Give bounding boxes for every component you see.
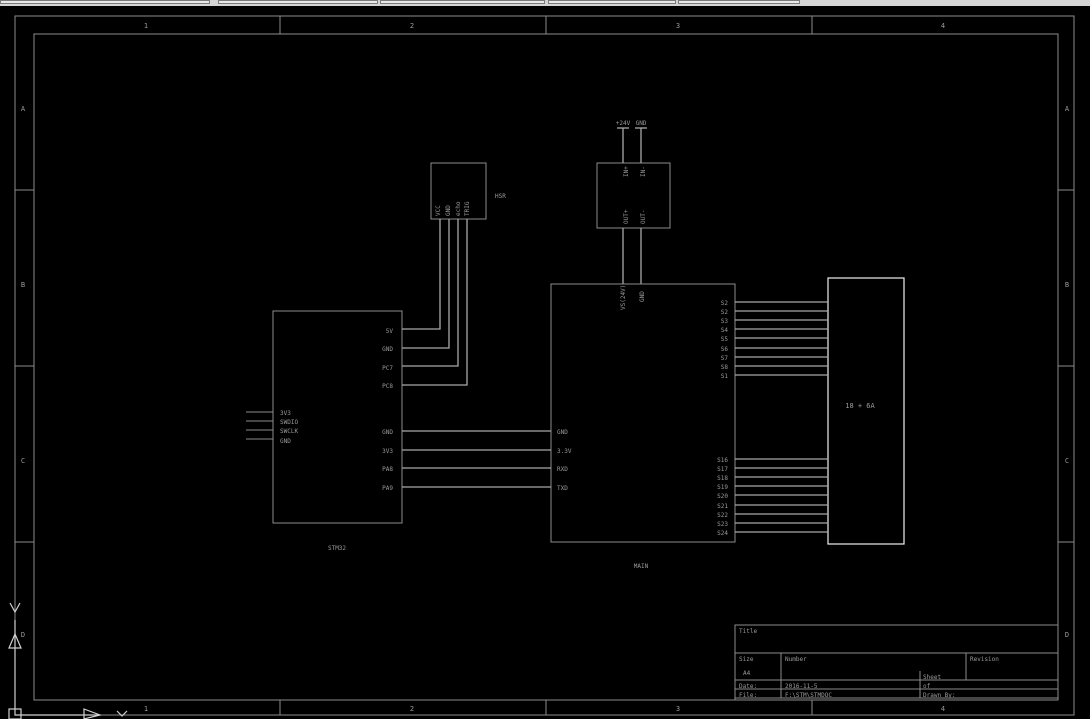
controller-pin-label: S21 [717,503,728,510]
number-label: Number [785,656,807,663]
date-label: Date: [739,683,757,690]
sr04-pin-label: VCC [435,205,442,216]
stm32-pin-label: 5V [386,328,394,335]
toolbar-segment [548,0,676,4]
controller-pin-label: S7 [721,355,729,362]
zone-labels: 1 2 3 4 1 2 3 4 A B C D A B C D [21,22,1070,713]
of-label: of [923,683,931,690]
file-value: F:\STM\STMDOC [785,692,832,699]
stm32-pin-label: GND [382,429,393,436]
stm32-pin-label: PC8 [382,383,393,390]
controller-pin-label: S16 [717,457,728,464]
servo-bank-label: 18 + 6A [845,402,875,410]
controller-pin-label: S2 [721,309,729,316]
controller-pin-label: S4 [721,327,729,334]
sheet-label: Sheet [923,674,941,681]
power-ports: +24V GND [616,120,647,284]
stm32-designator: STM32 [328,545,346,552]
controller-pin-label: S20 [717,493,728,500]
row-label: D [21,631,25,639]
controller-pin-label: S3 [721,318,729,325]
dcdc-pin-label: OUT+ [623,209,630,224]
stm32-pin-label: PA9 [382,485,393,492]
power-gnd-label: GND [636,120,647,127]
col-label: 4 [941,22,945,30]
sr04-pin-label: echo [455,201,462,216]
controller-pin-label: S5 [721,336,729,343]
dcdc-component[interactable]: IN+ IN- OUT+ OUT- [596,162,671,229]
controller-pin-label: TXD [557,485,568,492]
title-label: Title [739,628,757,635]
row-label: C [21,457,25,465]
dcdc-pin-label: IN+ [623,166,630,177]
stm32-component[interactable]: STM32 5V GND PC7 PC8 GND 3V3 PA8 PA9 3V3… [246,310,403,552]
controller-pin-label: VS(24V) [620,285,627,310]
col-label: 3 [676,22,680,30]
controller-pin-label: S22 [717,512,728,519]
col-label: 1 [144,705,148,713]
row-label: B [1065,281,1069,289]
controller-pin-label: S19 [717,484,728,491]
controller-pin-label: S23 [717,521,728,528]
row-label: A [21,105,26,113]
controller-designator: MAIN [634,563,649,570]
controller-pin-label: S8 [721,364,729,371]
controller-pin-label: S17 [717,466,728,473]
row-label: C [1065,457,1069,465]
toolbar-segment [218,0,378,4]
sr04-pin-label: TRIG [464,201,471,216]
sr04-component[interactable]: HSR VCC GND echo TRIG [430,162,506,220]
stm32-swd-pin-label: SWCLK [280,428,298,435]
stm32-swd-pin-label: 3V3 [280,410,291,417]
controller-pin-label: RXD [557,466,568,473]
size-value: A4 [743,670,751,677]
sr04-designator: HSR [495,193,506,200]
col-label: 3 [676,705,680,713]
stm32-swd-pin-label: SWDIO [280,419,298,426]
controller-pin-label: S1 [721,373,729,380]
controller-pin-label: GND [639,291,646,302]
controller-pin-label: S24 [717,530,728,537]
stm32-pin-label: 3V3 [382,448,393,455]
stm32-pin-label: PC7 [382,365,393,372]
dcdc-pin-label: OUT- [640,210,647,224]
power-24v-label: +24V [616,120,631,127]
drawn-by-label: Drawn By: [923,692,956,699]
controller-component[interactable]: MAIN VS(24V) GND GND 3.3V RXD TXD S2 S2 … [550,283,736,570]
sr04-pin-label: GND [445,205,452,216]
row-label: B [21,281,25,289]
toolbar-segment [0,0,210,4]
stm32-pin-label: GND [382,346,393,353]
controller-pin-label: S18 [717,475,728,482]
controller-pin-label: GND [557,429,568,436]
controller-pin-label: S6 [721,346,729,353]
date-value: 2016-11-5 [785,683,818,690]
toolbar-segment [380,0,545,4]
col-label: 2 [410,22,414,30]
controller-pin-label: S2 [721,300,729,307]
file-label: File: [739,692,757,699]
sheet-border [14,15,1075,716]
title-block: Title Size A4 Number Revision Sheet of D… [734,624,1059,701]
toolbar-segment [678,0,800,4]
col-label: 4 [941,705,945,713]
controller-pin-label: 3.3V [557,448,572,455]
col-label: 2 [410,705,414,713]
wires[interactable] [402,219,828,533]
top-toolbar-strip [0,0,1090,6]
dcdc-pin-label: IN- [640,166,647,177]
stm32-swd-pin-label: GND [280,438,291,445]
row-label: A [1065,105,1070,113]
size-label: Size [739,656,754,663]
servo-bank-component[interactable]: 18 + 6A [827,277,905,545]
ucs-axis-icon [8,602,128,719]
stm32-pin-label: PA8 [382,466,393,473]
col-label: 1 [144,22,148,30]
row-label: D [1065,631,1069,639]
revision-label: Revision [970,656,999,663]
